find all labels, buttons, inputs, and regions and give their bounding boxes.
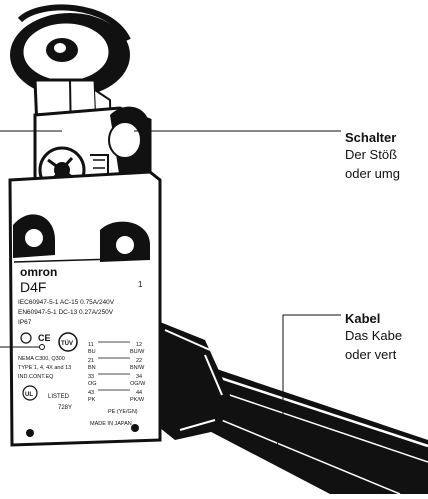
terminal-mid-1: BU xyxy=(88,349,96,355)
terminal-left-1: 11 xyxy=(88,342,94,348)
switch-callout-title: Schalter xyxy=(345,130,397,145)
tuv-text: TÜV xyxy=(61,340,73,347)
terminal-mid-4: PK xyxy=(88,397,96,403)
pe-label: PE (YE/GN) xyxy=(108,409,138,415)
terminal-right-4: 44 xyxy=(136,390,142,396)
nema-line-3: IND.CONT.EQ xyxy=(18,374,54,380)
ul-mark-icon: UL xyxy=(22,385,38,401)
terminal-right-1: 12 xyxy=(136,342,142,348)
terminal-code-4: PK/W xyxy=(130,397,145,403)
terminal-code-2: BN/W xyxy=(130,365,145,371)
switch-callout-line-2: oder umg xyxy=(345,166,400,181)
spec-line-1: IEC60947-5-1 AC-15 0.75A/240V xyxy=(18,299,115,306)
leader-cable xyxy=(274,314,341,456)
terminal-code-3: OG/W xyxy=(130,381,146,387)
model-text: D4F xyxy=(20,279,46,295)
cable-gland xyxy=(150,318,230,440)
switch-callout-line-1: Der Stöß xyxy=(345,147,398,162)
terminal-code-1: BU/W xyxy=(130,349,145,355)
terminal-mid-2: BN xyxy=(88,365,96,371)
side-number: 1 xyxy=(138,280,143,289)
cable-callout-line-2: oder vert xyxy=(345,347,397,362)
terminal-table: 11 BU 12 BU/W 21 BN 22 BN/W 33 OG 34 OG/… xyxy=(88,341,146,403)
listed-text: LISTED xyxy=(48,394,70,400)
nema-line-2: TYPE 1, 4, 4X and 13 xyxy=(18,365,71,371)
cable-callout-line-1: Das Kabe xyxy=(345,328,403,343)
ce-mark-icon: CE xyxy=(20,332,51,344)
leader-lines xyxy=(0,130,341,456)
spec-line-3: IP67 xyxy=(18,319,32,326)
made-in-text: MADE IN JAPAN xyxy=(90,421,132,427)
terminal-right-2: 22 xyxy=(136,358,142,364)
brand-text: omron xyxy=(20,265,57,279)
device-label: omron D4F 1 IEC60947-5-1 AC-15 0.75A/240… xyxy=(18,265,146,427)
tuv-badge-icon: TÜV xyxy=(58,332,78,352)
terminal-left-3: 33 xyxy=(88,374,94,380)
terminal-left-4: 43 xyxy=(88,390,94,396)
cable-callout-title: Kabel xyxy=(345,311,381,326)
svg-text:UL: UL xyxy=(25,392,33,398)
spec-line-2: EN60947-5-1 DC-13 0.27A/250V xyxy=(18,309,114,316)
roller xyxy=(10,4,131,97)
nema-line-1: NEMA C300, Q300 xyxy=(18,356,65,362)
svg-text:CE: CE xyxy=(38,333,51,343)
terminal-right-3: 34 xyxy=(136,374,142,380)
code-text: 728Y xyxy=(58,405,72,411)
switch-body xyxy=(8,170,162,447)
terminal-mid-3: OG xyxy=(88,381,97,387)
terminal-left-2: 21 xyxy=(88,358,94,364)
